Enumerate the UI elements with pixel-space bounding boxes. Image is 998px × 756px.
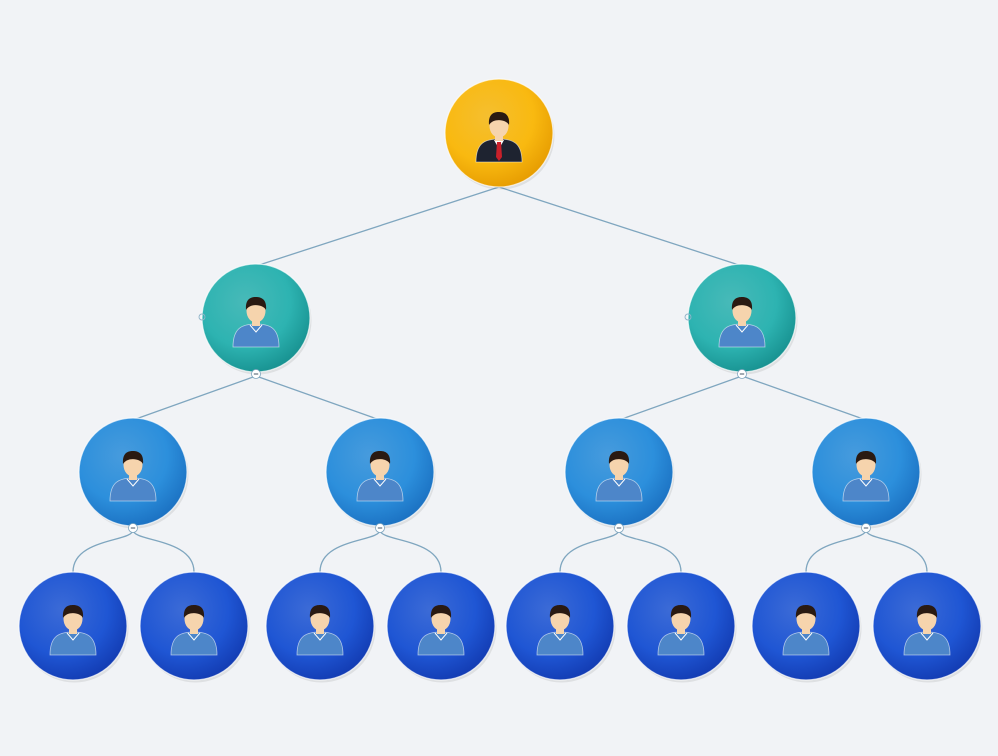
connector-line-13 bbox=[865, 529, 928, 573]
connector-line-12 bbox=[805, 529, 867, 573]
org-node-level-3[interactable] bbox=[505, 571, 616, 683]
collapse-toggle[interactable] bbox=[861, 523, 871, 533]
connector-line-4 bbox=[255, 375, 381, 421]
person-icon bbox=[595, 451, 643, 502]
person-icon bbox=[109, 451, 157, 502]
connector-line-8 bbox=[618, 375, 743, 421]
connector-line-3 bbox=[132, 529, 195, 573]
org-node-level-3[interactable] bbox=[139, 571, 250, 683]
collapse-toggle[interactable] bbox=[128, 523, 138, 533]
side-handle bbox=[684, 313, 692, 321]
businessman-icon bbox=[475, 112, 523, 163]
node-layer bbox=[18, 78, 983, 683]
connector-layer bbox=[72, 186, 928, 573]
org-node-level-3[interactable] bbox=[18, 571, 129, 683]
org-node-level-3[interactable] bbox=[265, 571, 376, 683]
org-node-level-1[interactable] bbox=[684, 263, 798, 379]
org-node-level-2[interactable] bbox=[564, 417, 675, 533]
person-icon bbox=[782, 605, 830, 656]
person-icon bbox=[536, 605, 584, 656]
person-icon bbox=[417, 605, 465, 656]
connector-line-2 bbox=[72, 529, 134, 573]
person-icon bbox=[657, 605, 705, 656]
connector-line-6 bbox=[379, 529, 442, 573]
root-node[interactable] bbox=[444, 78, 555, 190]
connector-line-11 bbox=[741, 375, 867, 421]
collapse-toggle[interactable] bbox=[614, 523, 624, 533]
person-icon bbox=[718, 297, 766, 348]
org-node-level-3[interactable] bbox=[751, 571, 862, 683]
org-node-level-3[interactable] bbox=[386, 571, 497, 683]
connector-line-5 bbox=[319, 529, 381, 573]
person-icon bbox=[356, 451, 404, 502]
connector-line-10 bbox=[618, 529, 682, 573]
connector-line-7 bbox=[498, 186, 743, 267]
collapse-toggle[interactable] bbox=[737, 369, 747, 379]
person-icon bbox=[903, 605, 951, 656]
org-node-level-3[interactable] bbox=[872, 571, 983, 683]
person-icon bbox=[296, 605, 344, 656]
person-icon bbox=[49, 605, 97, 656]
person-icon bbox=[232, 297, 280, 348]
connector-line-9 bbox=[559, 529, 620, 573]
connector-line-1 bbox=[132, 375, 257, 421]
org-node-level-1[interactable] bbox=[198, 263, 312, 379]
person-icon bbox=[842, 451, 890, 502]
org-node-level-3[interactable] bbox=[626, 571, 737, 683]
collapse-toggle[interactable] bbox=[251, 369, 261, 379]
org-node-level-2[interactable] bbox=[811, 417, 922, 533]
person-icon bbox=[170, 605, 218, 656]
side-handle bbox=[198, 313, 206, 321]
connector-line-0 bbox=[255, 186, 500, 267]
collapse-toggle[interactable] bbox=[375, 523, 385, 533]
org-node-level-2[interactable] bbox=[78, 417, 189, 533]
org-node-level-2[interactable] bbox=[325, 417, 436, 533]
